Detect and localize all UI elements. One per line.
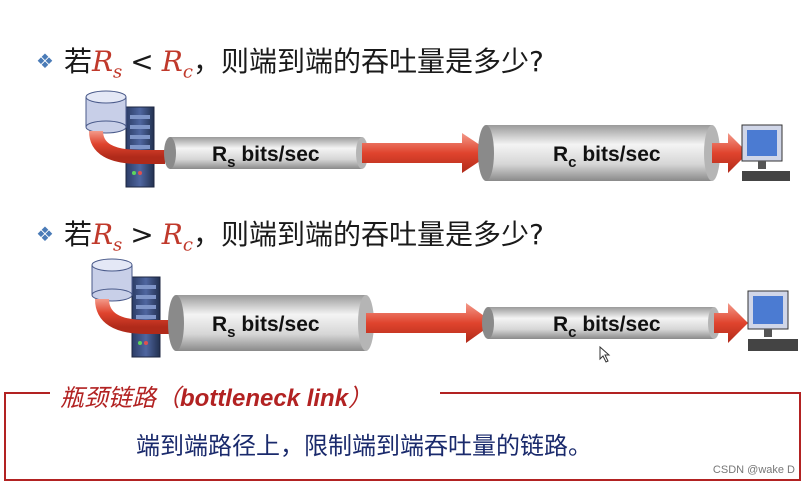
pipe-rs-2 bbox=[168, 295, 374, 351]
diamond-bullet-icon: ❖ bbox=[36, 222, 54, 246]
server-icon bbox=[125, 106, 155, 188]
bottleneck-description: 端到端路径上，限制端到端吞吐量的链路。 bbox=[136, 432, 592, 460]
pipe-rs-1-label: Rs bits/sec bbox=[212, 143, 320, 171]
question-1-suffix: ，则端到端的吞吐量是多少? bbox=[192, 45, 544, 78]
question-1-operator: < bbox=[130, 45, 154, 78]
computer-icon bbox=[741, 124, 790, 181]
server-icon bbox=[131, 276, 161, 358]
arrow-to-client-2 bbox=[714, 303, 748, 343]
watermark: CSDN @wake D bbox=[712, 464, 795, 476]
network-diagram-1: Rs bits/sec Rc bits/sec bbox=[85, 90, 790, 188]
question-2-operator: > bbox=[130, 218, 154, 251]
box-border-top-left bbox=[4, 392, 50, 394]
question-1-prefix: 若 bbox=[63, 45, 92, 78]
arrow-from-server bbox=[95, 298, 172, 334]
pipe-rc-1-label: Rc bits/sec bbox=[553, 143, 661, 171]
diamond-bullet-icon: ❖ bbox=[36, 49, 54, 73]
bottleneck-definition-box bbox=[4, 392, 801, 481]
arrow-to-client-1 bbox=[712, 133, 748, 173]
question-2-suffix: ，则端到端的吞吐量是多少? bbox=[192, 218, 544, 251]
arrow-rs-to-rc-1 bbox=[362, 133, 492, 173]
database-icon bbox=[91, 258, 133, 302]
question-1: ❖ 若Rs<Rc，则端到端的吞吐量是多少? bbox=[36, 40, 544, 83]
question-2-prefix: 若 bbox=[63, 218, 92, 251]
pipe-rs-2-label: Rs bits/sec bbox=[212, 313, 320, 341]
question-1-var-right: Rc bbox=[161, 45, 193, 83]
arrow-rs-to-rc-2 bbox=[366, 303, 494, 343]
bottleneck-title: 瓶颈链路（bottleneck link） bbox=[50, 378, 383, 413]
pipe-rc-1 bbox=[478, 125, 720, 181]
computer-icon bbox=[747, 290, 798, 351]
arrow-from-server bbox=[89, 130, 165, 164]
question-2-var-left: Rs bbox=[91, 218, 123, 256]
pipe-rc-2-label: Rc bits/sec bbox=[553, 313, 661, 341]
box-border-top-right bbox=[440, 392, 799, 394]
network-diagram-2: Rs bits/sec Rc bits/sec bbox=[91, 258, 798, 363]
question-2-var-right: Rc bbox=[161, 218, 193, 256]
database-icon bbox=[85, 90, 127, 134]
question-1-var-left: Rs bbox=[91, 45, 123, 83]
mouse-cursor-icon bbox=[599, 345, 611, 363]
question-2: ❖ 若Rs>Rc，则端到端的吞吐量是多少? bbox=[36, 213, 544, 256]
